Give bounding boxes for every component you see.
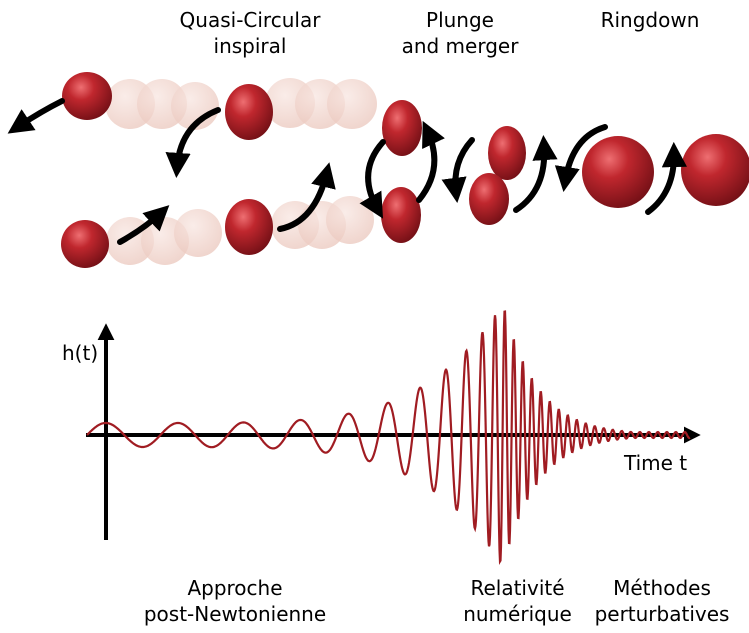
black-hole <box>469 173 509 225</box>
y-axis-label: h(t) <box>62 341 99 365</box>
method-label-numerical-relativity: Relativité numérique <box>455 575 580 627</box>
orbit-arrow <box>7 98 65 134</box>
black-hole <box>381 187 421 243</box>
ghost-black-hole <box>327 79 377 129</box>
orbit-arrow <box>441 137 475 203</box>
method-label-post-newtonian: Approche post-Newtonienne <box>120 575 350 627</box>
method-label-numerical-relativity-line2: numérique <box>463 602 572 626</box>
x-axis-label: Time t <box>624 451 688 475</box>
orbit-arrow <box>277 162 336 232</box>
black-holes <box>61 72 749 268</box>
orbit-arrow <box>554 124 608 192</box>
method-label-perturbative-line1: Méthodes <box>613 576 711 600</box>
orbit-arrow <box>165 107 221 179</box>
waveform-plot <box>86 310 701 565</box>
orbit-trail-ghosts <box>105 78 377 265</box>
orbit-arrows <box>7 98 687 245</box>
phase-label-inspiral-line2: inspiral <box>213 34 287 58</box>
phase-label-inspiral-line1: Quasi-Circular <box>179 8 321 32</box>
black-hole <box>582 136 654 208</box>
ghost-black-hole <box>326 196 374 244</box>
orbit-arrow <box>117 205 170 245</box>
method-label-numerical-relativity-line1: Relativité <box>470 576 565 600</box>
phase-label-ringdown-text: Ringdown <box>600 8 700 32</box>
black-hole <box>61 220 109 268</box>
method-label-post-newtonian-line2: post-Newtonienne <box>143 602 327 626</box>
method-label-perturbative-line2: perturbatives <box>594 602 730 626</box>
phase-label-merger: Plunge and merger <box>380 7 540 59</box>
phase-label-ringdown: Ringdown <box>580 7 720 33</box>
method-label-post-newtonian-line1: Approche <box>187 576 283 600</box>
ghost-black-hole <box>174 209 222 257</box>
phase-label-inspiral: Quasi-Circular inspiral <box>155 7 345 59</box>
waveform-h-of-t <box>86 310 691 565</box>
orbit-arrow <box>513 134 558 213</box>
orbit-arrow <box>645 141 687 215</box>
phase-label-merger-line1: Plunge <box>426 8 494 32</box>
phase-label-merger-line2: and merger <box>401 34 519 58</box>
black-hole <box>488 126 526 180</box>
orbit-arrow <box>359 139 386 219</box>
orbit-arrow <box>416 120 445 203</box>
black-hole <box>382 100 422 156</box>
black-hole <box>225 199 273 255</box>
black-hole <box>62 72 112 120</box>
black-hole <box>681 134 749 206</box>
method-label-perturbative: Méthodes perturbatives <box>582 575 742 627</box>
black-hole <box>225 84 273 140</box>
